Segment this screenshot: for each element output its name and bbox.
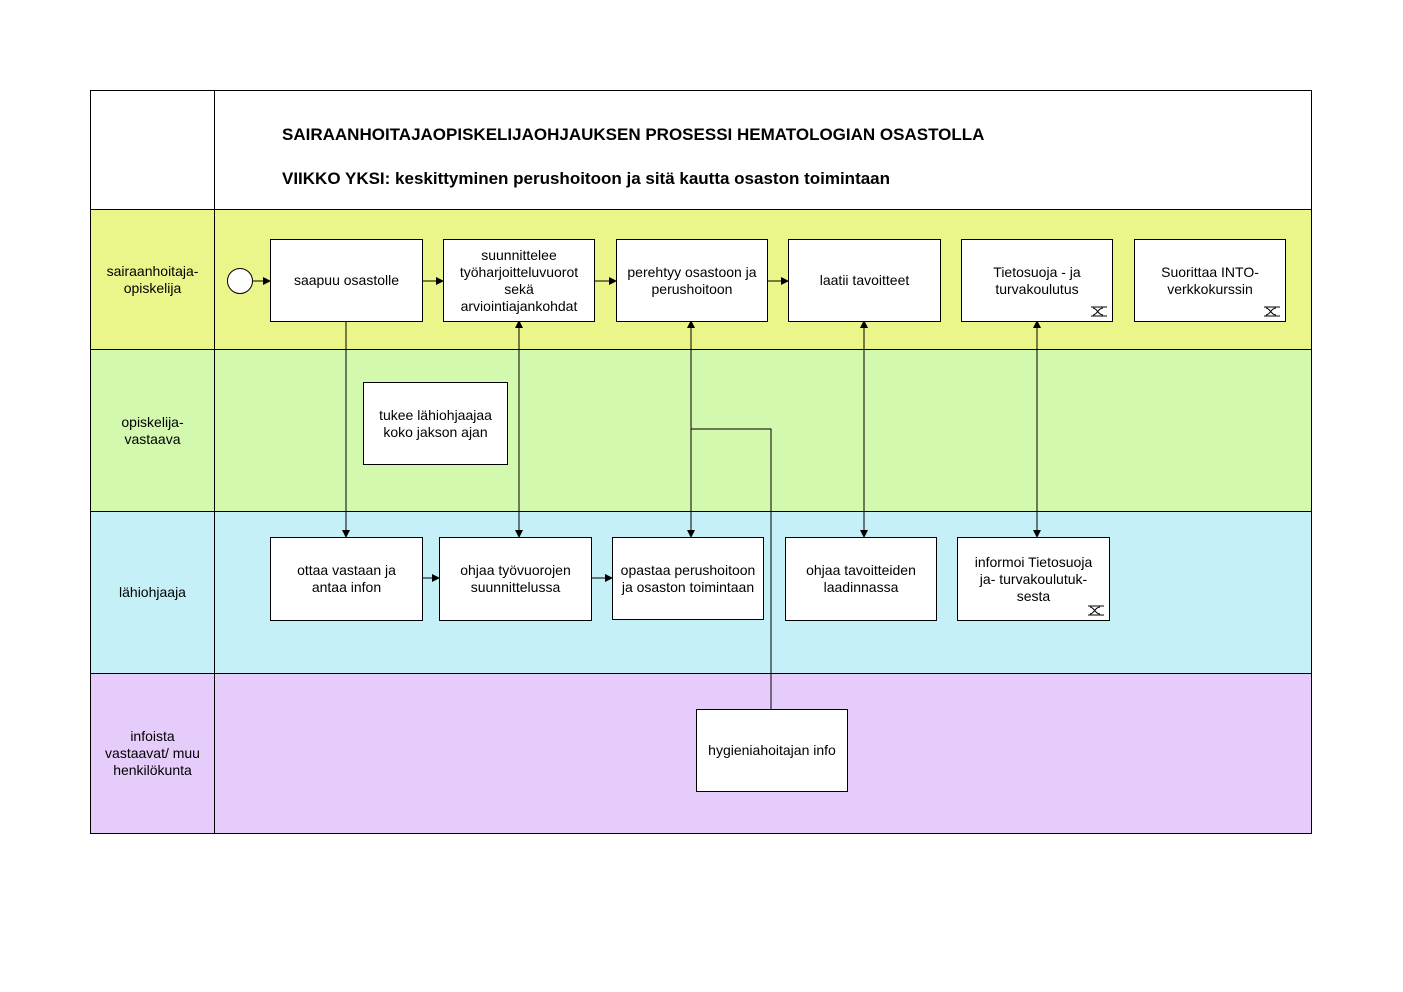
diagram-subtitle: VIIKKO YKSI: keskittyminen perushoitoon … — [282, 169, 891, 188]
start-event-icon — [227, 268, 253, 294]
step-saapuu-osastolle: saapuu osastolle — [270, 239, 423, 322]
step-perehtyy: perehtyy osastoon ja perushoitoon — [616, 239, 768, 322]
lane-opiskelijavastaava: opiskelija- vastaava — [90, 349, 1312, 512]
subprocess-icon — [1090, 294, 1108, 319]
step-hygieniahoitajan-info: hygieniahoitajan info — [696, 709, 848, 792]
step-laatii-tavoitteet: laatii tavoitteet — [788, 239, 941, 322]
step-ottaa-vastaan: ottaa vastaan ja antaa infon — [270, 537, 423, 621]
header-label-cell — [91, 91, 215, 209]
step-suunnittelee: suunnittelee työharjoitteluvuorot sekä a… — [443, 239, 595, 322]
step-label: informoi Tietosuoja ja- turvakoulutuk- s… — [974, 553, 1093, 604]
step-into-verkkokurssi: Suorittaa INTO- verkkokurssin — [1134, 239, 1286, 322]
step-informoi: informoi Tietosuoja ja- turvakoulutuk- s… — [957, 537, 1110, 621]
step-label: Suorittaa INTO- verkkokurssin — [1161, 263, 1259, 297]
lane-label: infoista vastaavat/ muu henkilökunta — [91, 674, 215, 833]
step-ohjaa-tyovuorojen: ohjaa työvuorojen suunnittelussa — [439, 537, 592, 621]
step-tietosuoja: Tietosuoja - ja turvakoulutus — [961, 239, 1113, 322]
lane-infoista-vastaavat: infoista vastaavat/ muu henkilökunta — [90, 673, 1312, 834]
subprocess-icon — [1263, 294, 1281, 319]
step-tukee: tukee lähiohjaajaa koko jakson ajan — [363, 382, 508, 465]
lane-label: sairaanhoitaja- opiskelija — [91, 210, 215, 349]
diagram-title: SAIRAANHOITAJAOPISKELIJAOHJAUKSEN PROSES… — [282, 125, 985, 144]
line-perehtyy-to-hygienia — [691, 428, 772, 709]
step-opastaa: opastaa perushoitoon ja osaston toiminta… — [612, 537, 764, 620]
lane-label: lähiohjaaja — [91, 512, 215, 673]
step-label: Tietosuoja - ja turvakoulutus — [993, 263, 1081, 297]
header-row — [90, 90, 1312, 210]
step-ohjaa-tavoitteiden: ohjaa tavoitteiden laadinnassa — [785, 537, 937, 621]
subprocess-icon — [1087, 593, 1105, 618]
lane-label: opiskelija- vastaava — [91, 350, 215, 511]
